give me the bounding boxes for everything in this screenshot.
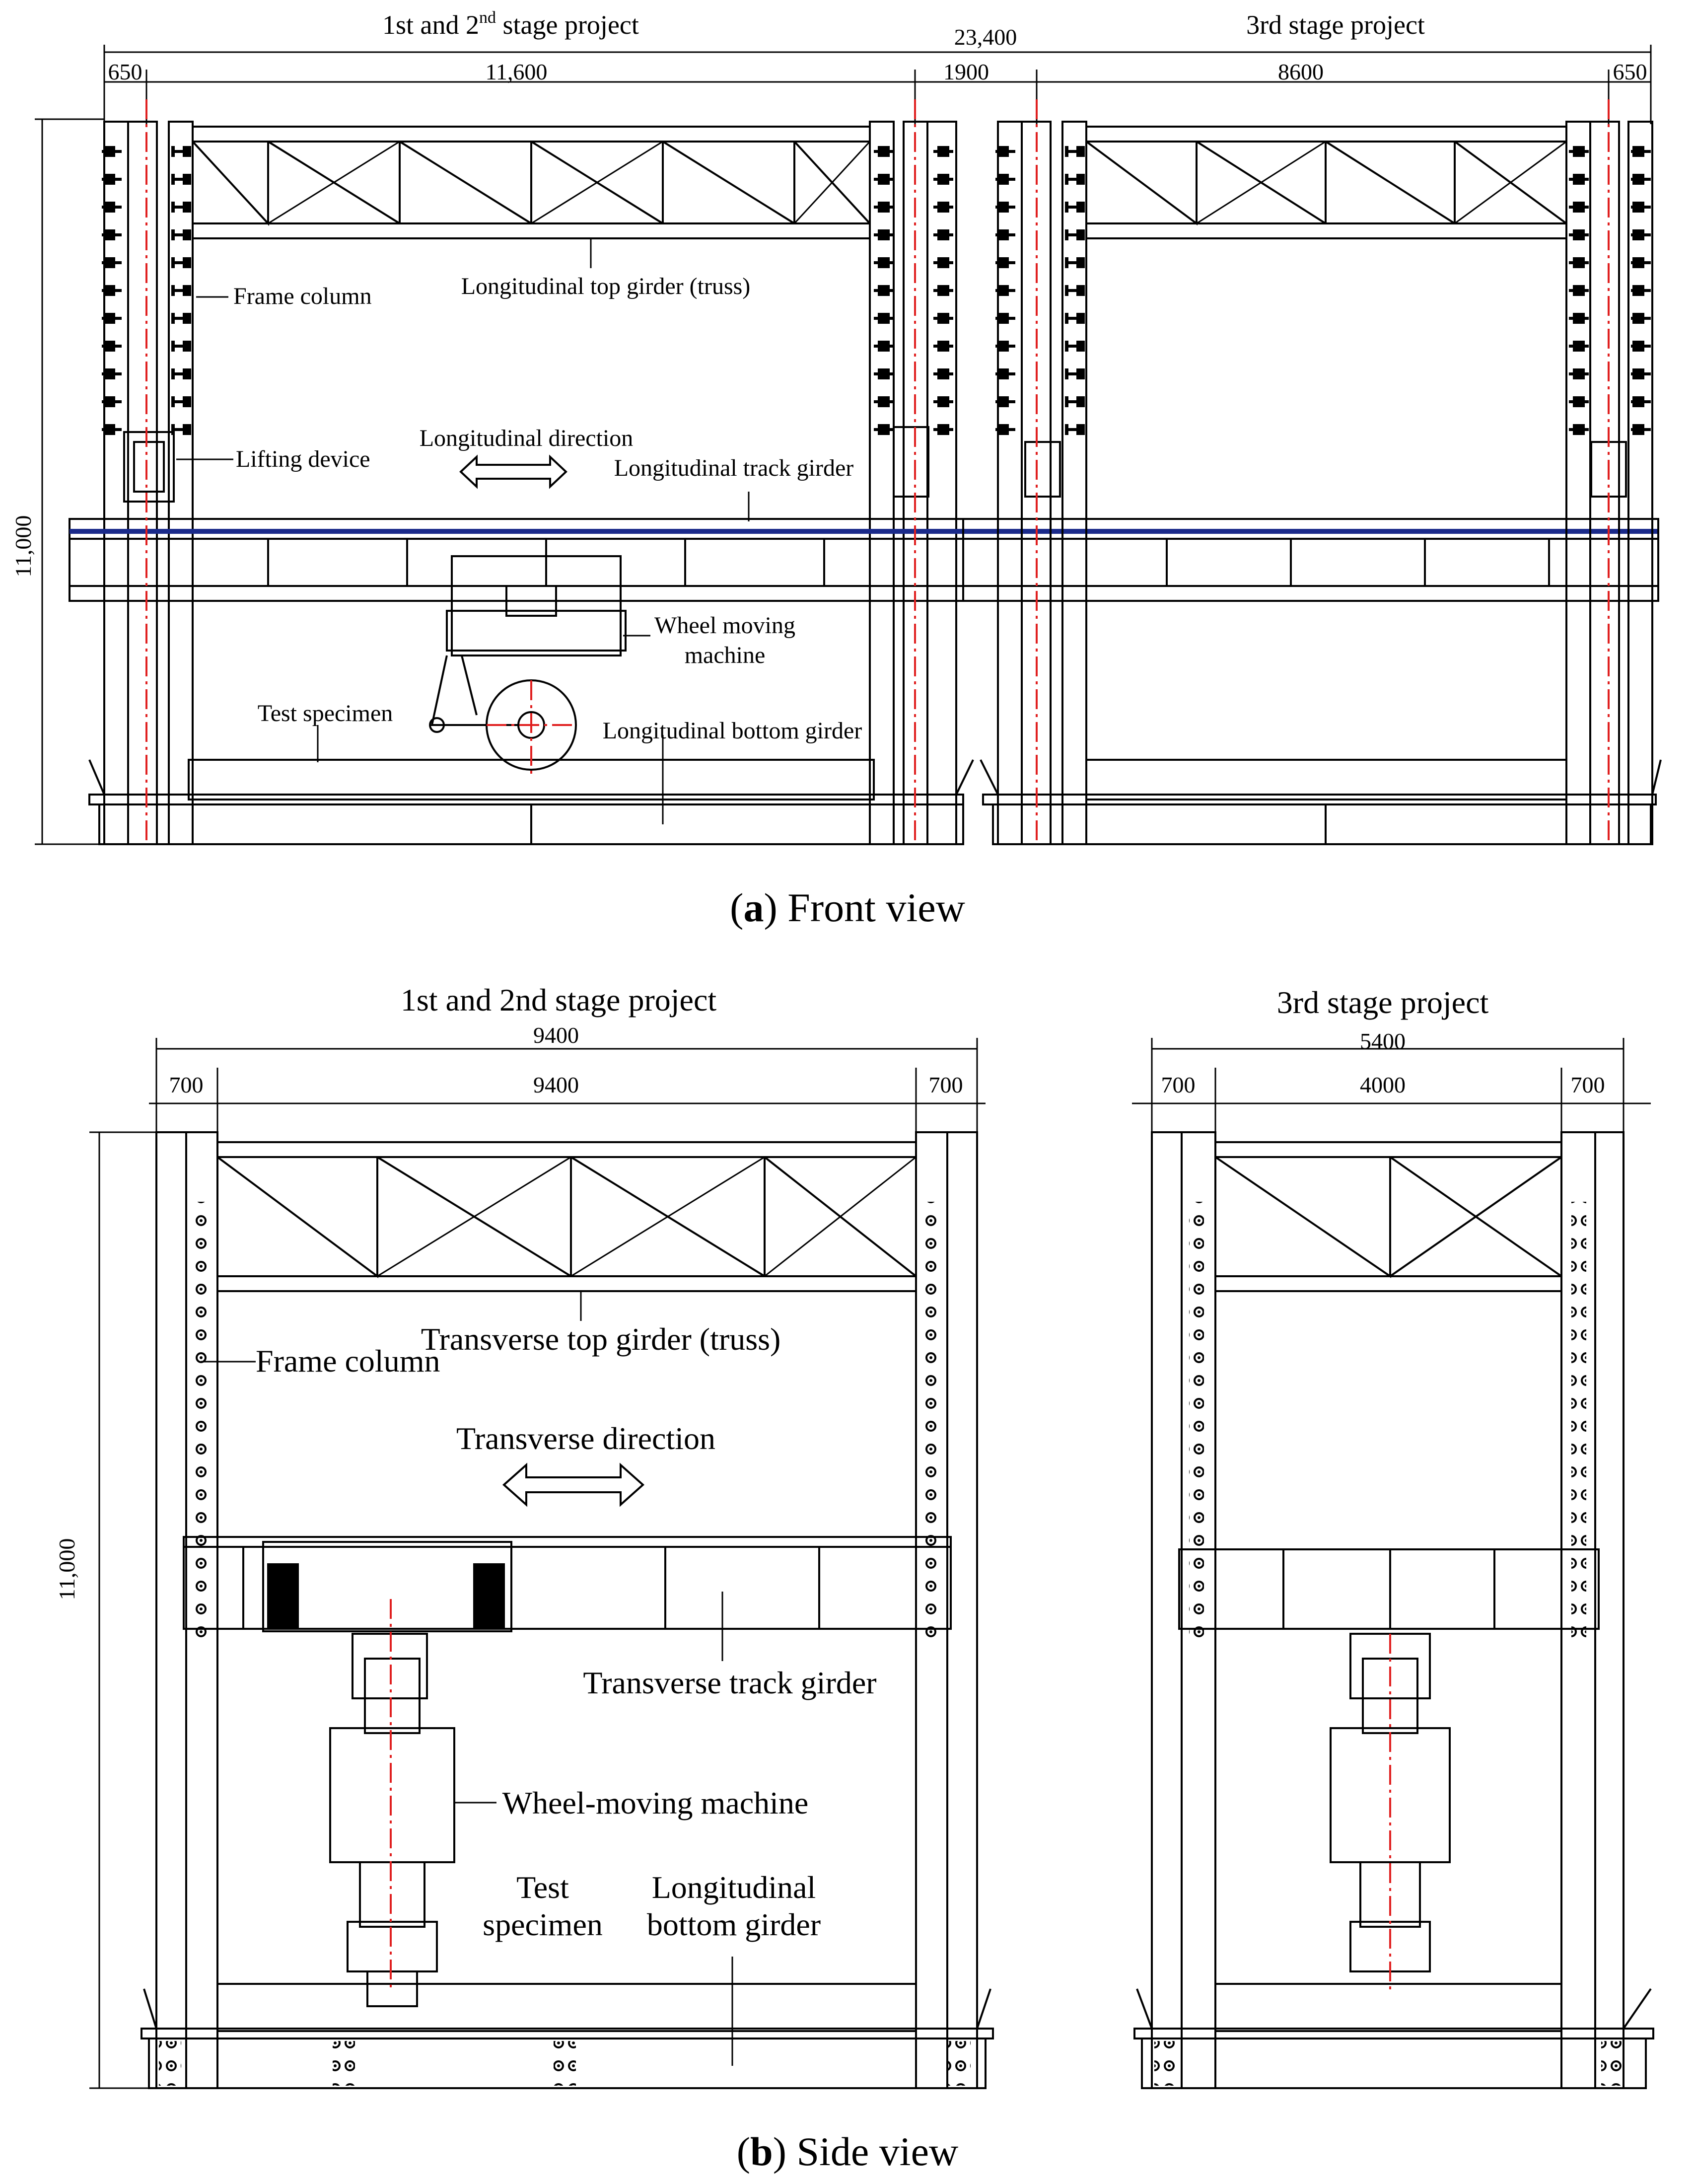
side-header-right: 3rd stage project [1277,985,1489,1020]
front-header-left: 1st and 2nd stage project [382,8,639,40]
side-dim-700-d: 700 [1571,1072,1605,1097]
front-dim-650-left: 650 [108,59,142,84]
front-dim-overall: 23,400 [954,24,1017,50]
front-label-wheel-machine-1: Wheel moving [654,612,795,639]
front-header-right: 3rd stage project [1246,10,1425,40]
side-label-test-specimen-1: Test [516,1870,569,1905]
side-label-top-girder: Transverse top girder (truss) [421,1321,781,1357]
side-dim-height: 11,000 [54,1538,79,1601]
side-label-bottom-girder-2: bottom girder [647,1907,821,1942]
side-label-direction: Transverse direction [456,1421,715,1456]
side-dim-700-c: 700 [1161,1072,1196,1097]
side-label-frame-column: Frame column [256,1343,440,1379]
side-label-test-specimen-2: specimen [483,1907,603,1942]
front-dim-8600: 8600 [1278,59,1324,84]
front-frame-1 [69,121,1658,845]
side-label-bottom-girder-1: Longitudinal [652,1870,816,1905]
side-dim-700-b: 700 [929,1072,963,1097]
front-label-top-girder: Longitudinal top girder (truss) [461,273,751,299]
front-longitudinal-arrow [459,454,567,489]
front-label-track-girder: Longitudinal track girder [614,455,854,481]
front-dim-650-right: 650 [1613,59,1647,84]
side-transverse-arrow [502,1462,645,1507]
front-view: 1st and 2nd stage project 3rd stage proj… [10,8,1662,930]
front-label-test-specimen: Test specimen [258,700,393,727]
front-label-lifting-device: Lifting device [236,446,370,472]
side-dim-inner-left: 9400 [533,1072,579,1097]
front-dim-height: 11,000 [10,515,36,578]
side-frame-left [141,1131,994,2089]
front-frame-2 [962,121,1662,845]
side-label-wheel-machine: Wheel-moving machine [502,1785,809,1820]
front-label-wheel-machine-2: machine [685,642,766,668]
side-view: 1st and 2nd stage project 3rd stage proj… [54,982,1654,2174]
side-caption: (b) Side view [737,2129,958,2174]
side-dim-inner-right: 4000 [1360,1072,1406,1097]
front-label-frame-column: Frame column [233,283,372,309]
front-label-direction: Longitudinal direction [420,425,634,451]
front-label-bottom-girder: Longitudinal bottom girder [603,718,862,744]
side-label-track-girder: Transverse track girder [583,1665,876,1700]
side-centerlines [390,1599,1391,1991]
side-frame-right [1133,1131,1654,2089]
front-dim-1900: 1900 [943,59,989,84]
front-dim-11600: 11,600 [486,59,548,84]
side-dim-700-a: 700 [169,1072,204,1097]
side-dim-overall-left: 9400 [533,1022,579,1048]
front-centerlines [145,99,1610,844]
front-caption: (a) Front view [730,885,965,930]
side-dim-overall-right: 5400 [1360,1028,1406,1054]
side-header-left: 1st and 2nd stage project [401,982,717,1018]
